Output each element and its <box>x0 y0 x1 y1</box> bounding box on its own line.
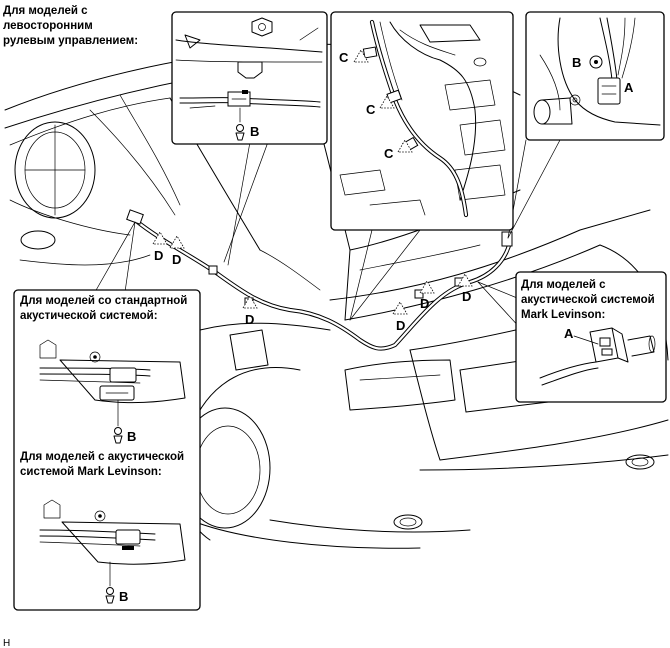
callout-a-inset3: A <box>624 80 634 95</box>
caption-ml-right-line2: акустической системой <box>521 294 655 306</box>
callout-d-6: D <box>462 289 471 304</box>
clip-marker: C <box>339 49 369 65</box>
callout-d-2: D <box>172 252 181 267</box>
caption-lhd: Для моделей с левосторонним рулевым упра… <box>3 5 138 47</box>
caption-ml-right-line3: Mark Levinson: <box>521 309 605 321</box>
clamp-marker: D <box>242 295 258 327</box>
callout-d-3: D <box>245 312 254 327</box>
clamp-marker: D <box>392 301 408 333</box>
callout-c-1: C <box>339 50 349 65</box>
inset-audio-left: Для моделей со стандартной акустической … <box>13 289 201 611</box>
callout-b-inset1: B <box>250 124 259 139</box>
callout-d-4: D <box>396 318 405 333</box>
clip-marker: C <box>366 95 395 117</box>
callout-b-standard: B <box>127 429 136 444</box>
figure-code: H <box>3 638 10 648</box>
caption-lhd-line1: Для моделей с <box>3 5 88 17</box>
clip-marker: C <box>384 139 413 161</box>
inset-clamp-bolt: B <box>171 11 328 145</box>
inset-connector-a: B A <box>525 11 665 141</box>
callout-b-inset3: B <box>572 55 581 70</box>
caption-lhd-line2: левосторонним <box>3 20 93 32</box>
clamp-callouts: D D D D D D <box>152 231 473 333</box>
callout-c-2: C <box>366 102 376 117</box>
callout-b-ml: B <box>119 589 128 604</box>
callout-d-5: D <box>420 296 429 311</box>
caption-ml-left-line2: системой Mark Levinson: <box>20 466 162 478</box>
clamp-marker: D <box>457 273 473 304</box>
caption-lhd-line3: рулевым управлением: <box>3 35 138 47</box>
inset-c-clamps: C C C <box>330 11 514 231</box>
caption-standard-line2: акустической системой: <box>20 310 158 322</box>
clamp-marker: D <box>169 235 185 267</box>
callout-a-ml: A <box>564 326 574 341</box>
callout-d-1: D <box>154 248 163 263</box>
clamp-marker: D <box>419 280 435 311</box>
leader-lines <box>94 139 561 331</box>
clamp-marker: D <box>152 231 168 263</box>
ml-connector-detail: B <box>39 499 186 604</box>
caption-ml-left-line1: Для моделей с акустической <box>20 451 184 463</box>
standard-connector-detail: B <box>39 339 186 444</box>
caption-ml-right-line1: Для моделей с <box>521 279 606 291</box>
inset-audio-right: Для моделей с акустической системой Mark… <box>515 271 667 403</box>
caption-standard-line1: Для моделей со стандартной <box>20 295 187 307</box>
callout-c-3: C <box>384 146 394 161</box>
